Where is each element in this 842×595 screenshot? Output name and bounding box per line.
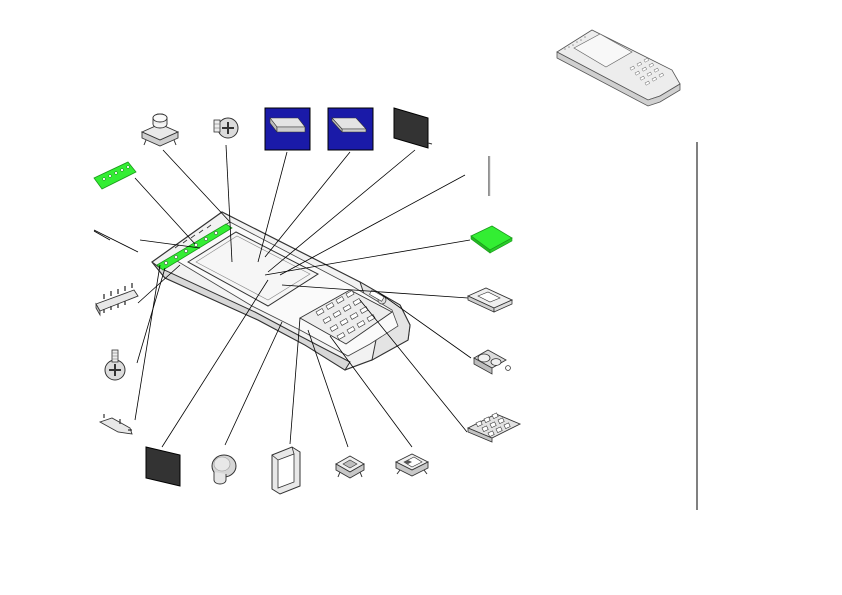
inset-device-screen — [573, 33, 633, 68]
inset-device-base — [556, 51, 681, 107]
tact-switch-icon — [140, 113, 180, 147]
main-device-housing — [151, 211, 411, 371]
socket-icon — [394, 453, 430, 477]
leader-socket-b — [329, 335, 413, 448]
black-panel-icon — [145, 446, 181, 487]
loose-wire — [93, 230, 111, 241]
lcd-module-icon — [327, 107, 374, 151]
leader-side-pin — [139, 239, 201, 249]
leader-extra-left — [93, 229, 139, 253]
leader-lines — [93, 144, 472, 448]
display-window — [187, 231, 320, 307]
housing-bracket-slot — [369, 289, 385, 302]
pcb-pad-icon — [470, 225, 513, 254]
leader-round-button — [224, 321, 283, 446]
leader-green-pad — [264, 239, 471, 276]
bracket-icon — [466, 287, 514, 313]
leader-black-panel-top — [267, 149, 416, 273]
leader-lcd-a — [257, 151, 288, 263]
connector-strip-icon — [93, 161, 137, 190]
housing-strip-buttons — [164, 231, 218, 265]
housing-keypad-keys — [315, 290, 376, 340]
screw-icon — [213, 117, 239, 139]
leader-bracket-plate — [281, 284, 469, 299]
leader-socket-a — [307, 329, 349, 448]
rod-icon — [488, 156, 491, 196]
leader-black-panel-bottom — [161, 279, 269, 448]
screw-icon — [104, 349, 126, 381]
leader-keypad — [359, 299, 468, 433]
leader-green-strip — [134, 177, 196, 245]
clip-icon — [98, 414, 133, 435]
inset-device-dots — [564, 36, 586, 50]
keypad-icon — [466, 412, 522, 443]
leader-clip — [134, 264, 161, 421]
leader-rod — [279, 174, 466, 276]
speaker-icon — [473, 349, 511, 375]
housing-keypad-area — [299, 289, 393, 345]
black-panel-icon — [393, 107, 433, 149]
leader-u-frame — [289, 317, 301, 445]
leader-lcd-b — [264, 151, 351, 258]
leader-speaker — [377, 291, 472, 359]
lcd-module-icon — [264, 107, 311, 151]
inset-device-keys — [629, 57, 665, 86]
housing-front-lip — [151, 261, 351, 371]
round-button-icon — [211, 454, 237, 485]
display-window-inner — [195, 235, 311, 301]
housing-pin-slots — [174, 224, 212, 249]
socket-icon — [335, 455, 365, 479]
leader-screw-left — [136, 267, 166, 364]
leader-pin-header — [137, 264, 181, 304]
u-frame-icon — [271, 446, 301, 495]
leader-screw-top — [225, 144, 233, 263]
assembled-device-preview — [552, 10, 682, 134]
pin-header-icon — [95, 283, 139, 317]
leader-tact-switch — [162, 149, 231, 223]
